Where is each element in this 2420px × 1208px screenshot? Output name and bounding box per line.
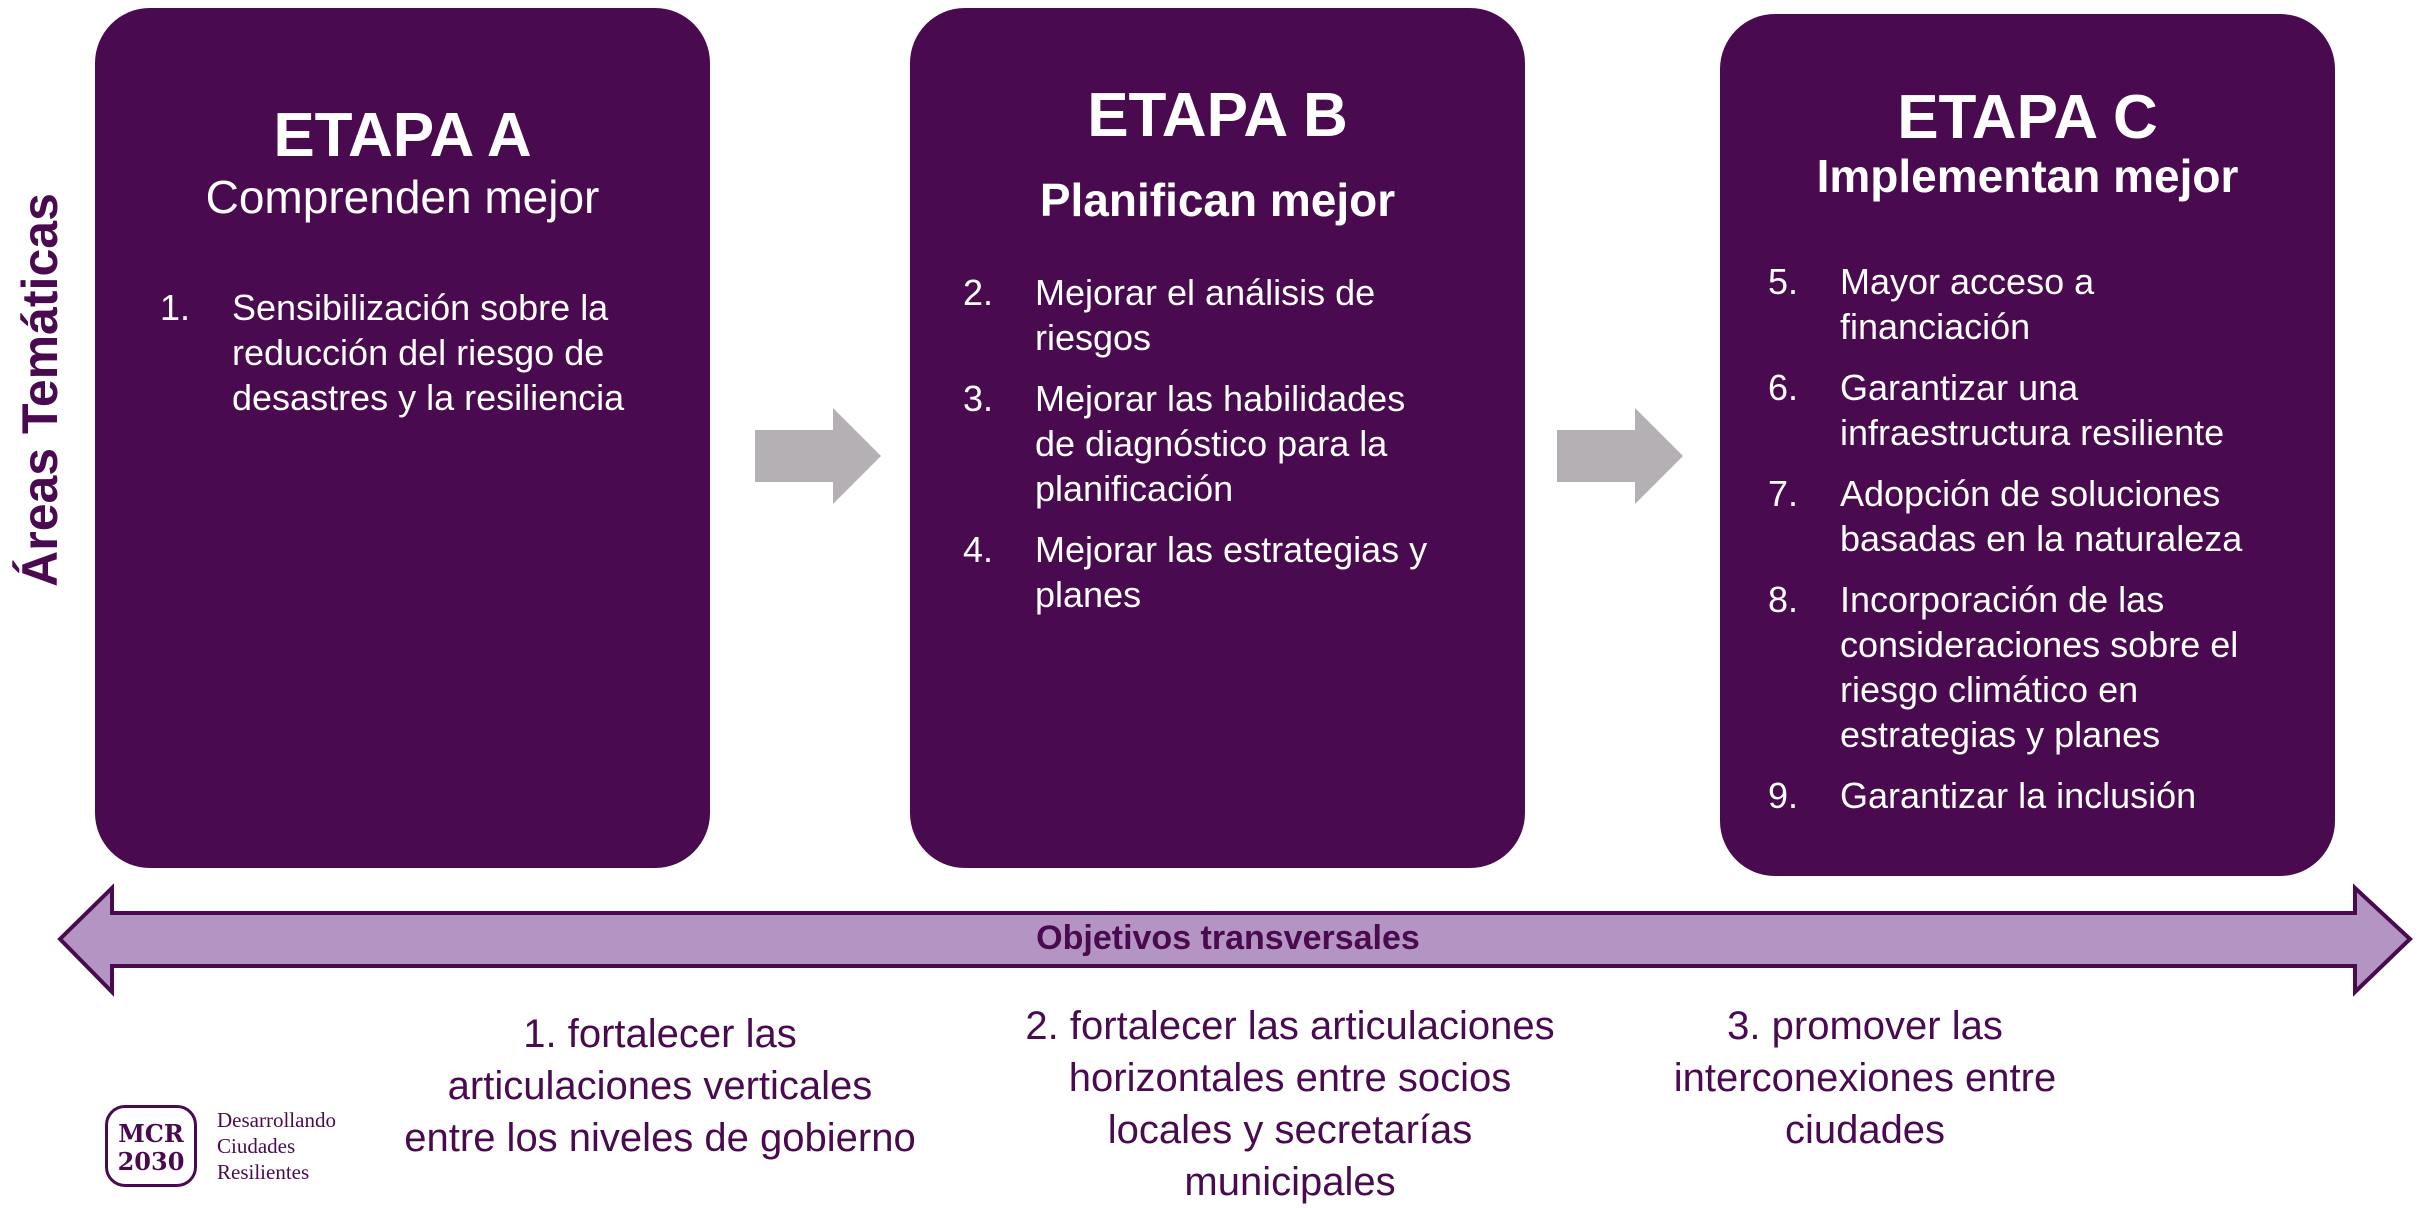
item-line: Sensibilización sobre la bbox=[232, 287, 609, 328]
stage-c-item-6: 6. Garantizar una infraestructura resili… bbox=[1768, 365, 2330, 455]
stage-c-item-5: 5. Mayor acceso a financiación bbox=[1768, 259, 2330, 349]
stage-c-subtitle: Implementan mejor bbox=[1816, 150, 2239, 202]
arrow-right-icon bbox=[755, 408, 881, 504]
stage-c-item-8: 8. Incorporación de las consideraciones … bbox=[1768, 577, 2330, 757]
objective-line: locales y secretarías bbox=[1107, 1108, 1473, 1152]
item-line: consideraciones sobre el bbox=[1840, 624, 2239, 665]
item-line: desastres y la resiliencia bbox=[232, 377, 625, 418]
stage-b-items: 2. Mejorar el análisis de riesgos 3. Mej… bbox=[963, 270, 1515, 633]
objective-line: ciudades bbox=[1784, 1108, 1946, 1152]
arrow-right-icon bbox=[1557, 408, 1683, 504]
item-line: Incorporación de las bbox=[1840, 579, 2165, 620]
stage-b-item-4: 4. Mejorar las estrategias y planes bbox=[963, 527, 1515, 617]
item-line: de diagnóstico para la bbox=[1035, 423, 1388, 464]
stage-b-card: ETAPA B Planifican mejor 2. Mejorar el a… bbox=[910, 8, 1525, 868]
stage-a-card: ETAPA A Comprenden mejor 1. Sensibilizac… bbox=[95, 8, 710, 868]
stage-c-items: 5. Mayor acceso a financiación 6. Garant… bbox=[1768, 259, 2330, 834]
objective-line: articulaciones verticales bbox=[447, 1064, 873, 1108]
objective-line: 1. fortalecer las bbox=[523, 1012, 797, 1056]
stage-a-subtitle: Comprenden mejor bbox=[205, 171, 600, 223]
stage-c-title: ETAPA C bbox=[1897, 83, 2158, 152]
transversal-label: Objetivos transversales bbox=[1036, 919, 1420, 957]
item-number: 8. bbox=[1768, 579, 1799, 620]
item-line: Mejorar las estrategias y bbox=[1035, 529, 1428, 570]
stage-c-item-9: 9. Garantizar la inclusión bbox=[1768, 773, 2330, 818]
stage-b-item-3: 3. Mejorar las habilidades de diagnóstic… bbox=[963, 376, 1515, 511]
item-number: 6. bbox=[1768, 367, 1799, 408]
logo-tagline: Desarrollando Ciudades Resilientes bbox=[217, 1107, 336, 1185]
item-line: planes bbox=[1035, 574, 1142, 615]
item-line: estrategias y planes bbox=[1840, 714, 2161, 755]
item-line: riesgo climático en bbox=[1840, 669, 2139, 710]
stage-c-card: ETAPA C Implementan mejor 5. Mayor acces… bbox=[1720, 14, 2335, 876]
item-number: 2. bbox=[963, 272, 994, 313]
objective-line: horizontales entre socios bbox=[1068, 1056, 1512, 1100]
thematic-areas-label: Áreas Temáticas bbox=[12, 193, 68, 587]
objective-line: 3. promover las bbox=[1727, 1004, 2003, 1048]
stage-c-item-7: 7. Adopción de soluciones basadas en la … bbox=[1768, 471, 2330, 561]
item-line: Mejorar el análisis de bbox=[1035, 272, 1376, 313]
stage-b-item-2: 2. Mejorar el análisis de riesgos bbox=[963, 270, 1515, 360]
transversal-arrow: Objetivos transversales bbox=[57, 883, 2413, 997]
thematic-areas-label-wrap: Áreas Temáticas bbox=[0, 130, 80, 650]
stage-a-item-1: 1. Sensibilización sobre la reducción de… bbox=[160, 285, 702, 420]
item-line: riesgos bbox=[1035, 317, 1152, 358]
item-line: basadas en la naturaleza bbox=[1840, 518, 2243, 559]
item-line: infraestructura resiliente bbox=[1840, 412, 2225, 453]
objective-line: entre los niveles de gobierno bbox=[404, 1116, 916, 1160]
objective-line: interconexiones entre bbox=[1673, 1056, 2057, 1100]
objective-line: municipales bbox=[1184, 1160, 1396, 1204]
item-line: planificación bbox=[1035, 468, 1234, 509]
mcr2030-mark: MCR 2030 bbox=[105, 1105, 197, 1187]
item-line: Mayor acceso a bbox=[1840, 261, 2095, 302]
stage-b-subtitle: Planifican mejor bbox=[1039, 174, 1396, 226]
mark-line: 2030 bbox=[117, 1147, 185, 1176]
item-line: Garantizar la inclusión bbox=[1840, 775, 2197, 816]
item-number: 3. bbox=[963, 378, 994, 419]
objective-3: 3. promover las interconexiones entre ci… bbox=[1630, 1000, 2100, 1156]
item-number: 9. bbox=[1768, 775, 1799, 816]
logo-line: Desarrollando bbox=[217, 1108, 336, 1132]
stage-a-title: ETAPA A bbox=[273, 101, 532, 170]
item-number: 5. bbox=[1768, 261, 1799, 302]
item-line: reducción del riesgo de bbox=[232, 332, 605, 373]
stage-a-items: 1. Sensibilización sobre la reducción de… bbox=[160, 285, 702, 436]
item-line: Mejorar las habilidades bbox=[1035, 378, 1406, 419]
item-number: 4. bbox=[963, 529, 994, 570]
objective-line: 2. fortalecer las articulaciones bbox=[1025, 1004, 1555, 1048]
objective-1: 1. fortalecer las articulaciones vertica… bbox=[370, 1008, 950, 1164]
logo-line: Resilientes bbox=[217, 1160, 310, 1184]
stage-b-title: ETAPA B bbox=[1087, 81, 1348, 150]
item-number: 7. bbox=[1768, 473, 1799, 514]
item-line: Adopción de soluciones bbox=[1840, 473, 2221, 514]
objective-2: 2. fortalecer las articulaciones horizon… bbox=[975, 1000, 1605, 1208]
logo-line: Ciudades bbox=[217, 1134, 296, 1158]
item-line: financiación bbox=[1840, 306, 2031, 347]
mark-line: MCR bbox=[118, 1119, 184, 1148]
item-line: Garantizar una bbox=[1840, 367, 2079, 408]
item-number: 1. bbox=[160, 287, 191, 328]
